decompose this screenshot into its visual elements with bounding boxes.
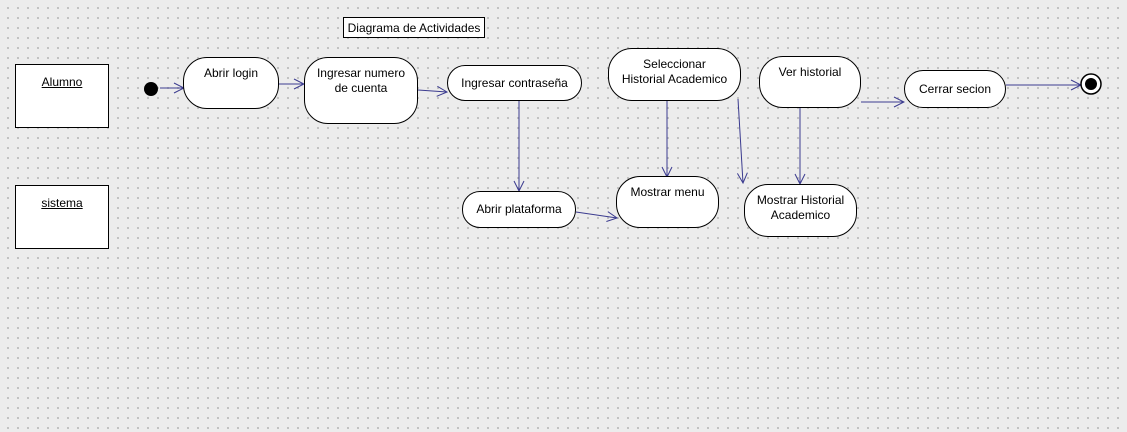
activity-label: Abrir plataforma (476, 202, 562, 216)
activity-seleccionar-historial[interactable]: Seleccionar Historial Academico (608, 48, 741, 101)
lane-alumno[interactable]: Alumno (15, 64, 109, 128)
flow-ingresar-numero-ingresar-contrasena (417, 90, 447, 92)
activity-ingresar-numero[interactable]: Ingresar numero de cuenta (304, 57, 418, 124)
activity-cerrar-secion[interactable]: Cerrar secion (904, 70, 1006, 108)
activity-mostrar-historial[interactable]: Mostrar Historial Academico (744, 184, 857, 237)
activity-label: Cerrar secion (918, 81, 992, 96)
activity-label: Mostrar menu (630, 185, 705, 199)
activity-label: Seleccionar Historial Academico (621, 57, 728, 86)
activity-label: Ver historial (778, 65, 842, 79)
lane-sistema[interactable]: sistema (15, 185, 109, 249)
activity-abrir-login[interactable]: Abrir login (183, 57, 279, 109)
activity-label: Abrir login (203, 66, 259, 80)
activity-ver-historial[interactable]: Ver historial (759, 56, 861, 108)
flow-abrir-plataforma-mostrar-menu (575, 212, 617, 218)
activity-ingresar-contrasena[interactable]: Ingresar contraseña (447, 65, 582, 101)
activity-mostrar-menu[interactable]: Mostrar menu (616, 176, 719, 228)
activity-label: Ingresar numero de cuenta (316, 66, 406, 95)
activity-abrir-plataforma[interactable]: Abrir plataforma (462, 191, 576, 228)
activity-label: Ingresar contraseña (461, 75, 568, 90)
flow-seleccionar-historial-mostrar-historial (738, 98, 743, 183)
activity-label: Mostrar Historial Academico (756, 193, 845, 222)
diagram-title: Diagrama de Actividades (343, 17, 485, 38)
lane-alumno-label: Alumno (41, 75, 83, 89)
lane-sistema-label: sistema (41, 196, 83, 210)
final-node-core (1085, 78, 1097, 90)
initial-node (144, 82, 158, 96)
